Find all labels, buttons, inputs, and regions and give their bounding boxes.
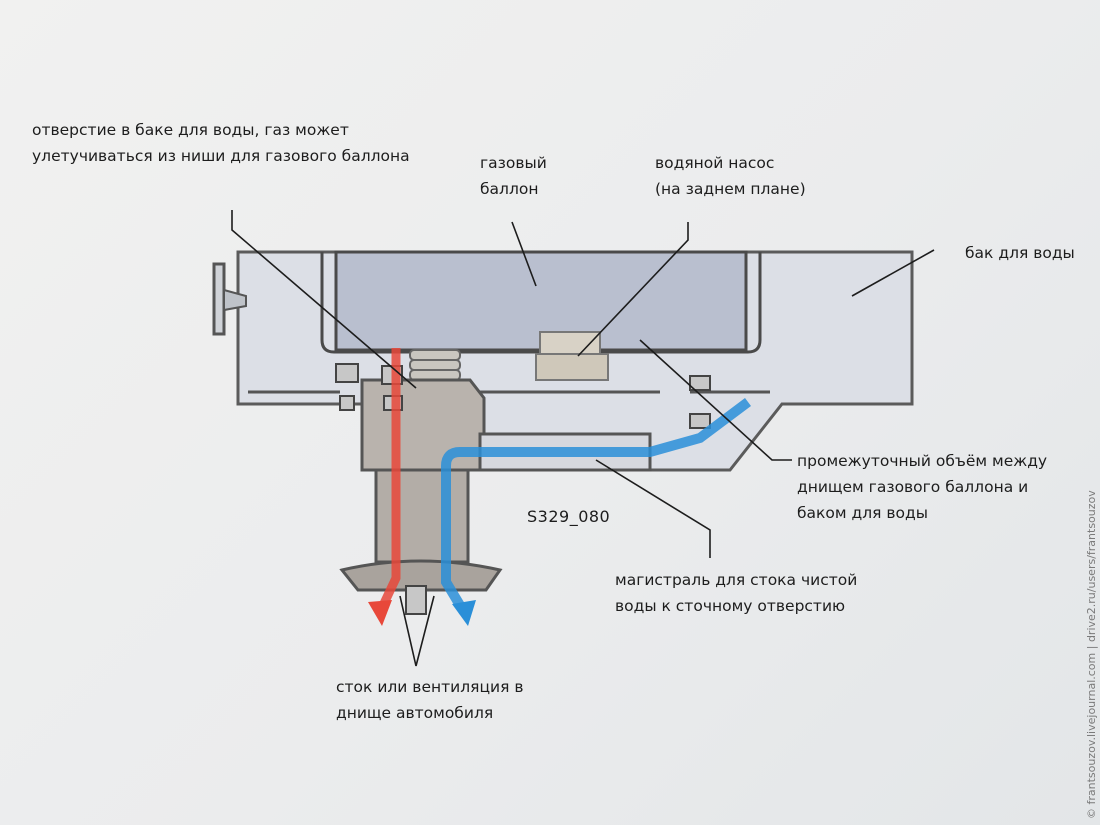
label-gap-line3: баком для воды — [797, 504, 928, 522]
label-gas-line1: газовый — [480, 154, 547, 172]
bellows — [409, 349, 461, 381]
label-intermediate-volume: промежуточный объём между днищем газовог… — [797, 448, 1047, 526]
label-drain-line2: воды к сточному отверстию — [615, 597, 846, 615]
label-water-tank: бак для воды — [965, 240, 1075, 266]
label-gas-line2: баллон — [480, 180, 539, 198]
label-pump-line1: водяной насос — [655, 154, 775, 172]
label-hole-line1: отверстие в баке для воды, газ может — [32, 121, 349, 139]
leader-lines — [231, 210, 935, 667]
figure-code: S329_080 — [527, 507, 611, 526]
tank-clamp — [212, 262, 226, 336]
water-flow-arrow — [441, 398, 751, 615]
label-vent-line1: сток или вентиляция в — [336, 678, 524, 696]
label-gas-bottle: газовый баллон — [480, 150, 547, 202]
label-pump-line2: (на заднем плане) — [655, 180, 806, 198]
water-pump — [535, 331, 609, 381]
watermark: © frantsouzov.livejournal.com | drive2.r… — [1085, 490, 1098, 819]
label-gap-line1: промежуточный объём между — [797, 452, 1048, 470]
label-vent-line2: днище автомобиля — [336, 704, 494, 722]
label-drain-line: магистраль для стока чистой воды к сточн… — [615, 567, 857, 619]
label-gap-line2: днищем газового баллона и — [797, 478, 1029, 496]
label-water-pump: водяной насос (на заднем плане) — [655, 150, 806, 202]
label-vent: сток или вентиляция в днище автомобиля — [336, 674, 523, 726]
label-hole-line2: улетучиваться из ниши для газового балло… — [32, 147, 410, 165]
label-drain-line1: магистраль для стока чистой — [615, 571, 858, 589]
label-hole: отверстие в баке для воды, газ может уле… — [32, 117, 410, 169]
label-tank-text: бак для воды — [965, 244, 1075, 262]
